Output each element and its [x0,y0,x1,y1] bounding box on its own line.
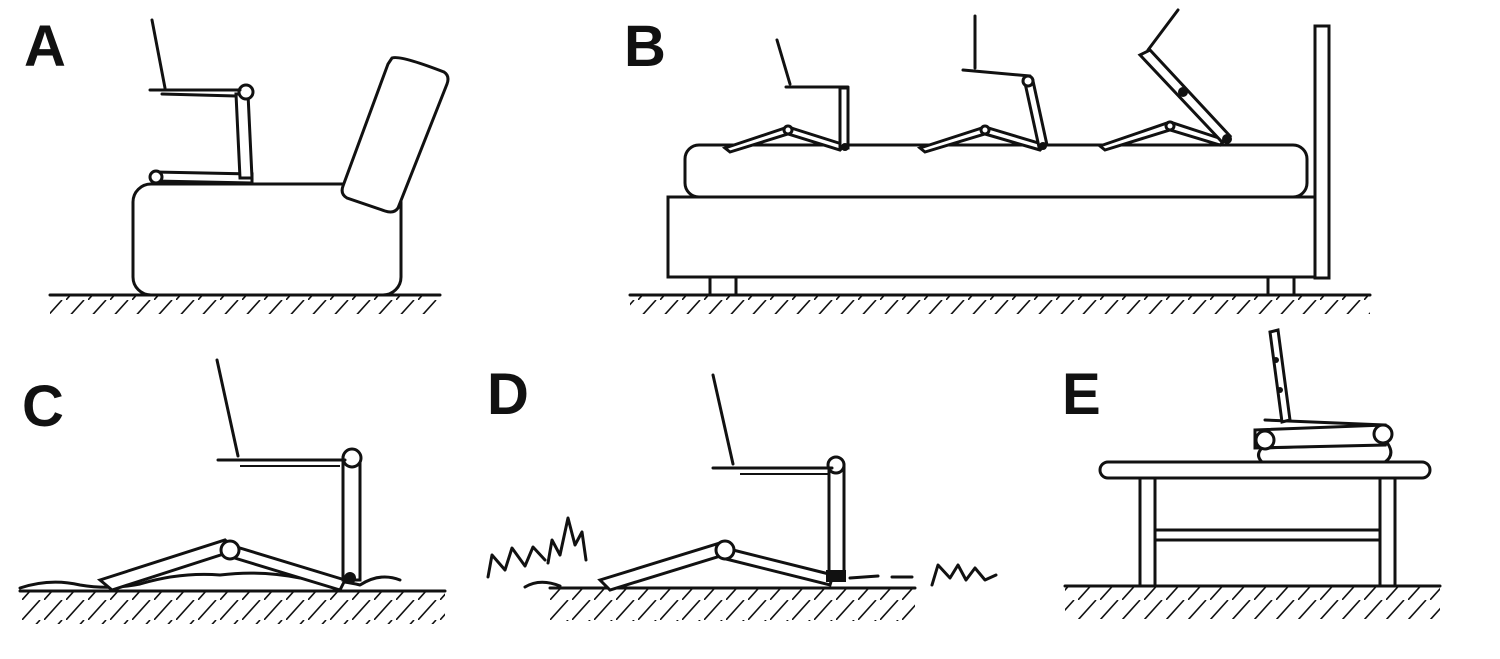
ground [548,586,917,621]
panel-label-a: A [24,14,66,79]
laptop-stand [96,358,363,592]
ground [48,293,442,314]
panel-label-b: B [624,14,666,79]
blanket [18,571,402,590]
grass [486,516,998,589]
panel-b: B [624,8,1372,314]
panel-label-d: D [487,362,529,427]
table [1098,460,1432,588]
ground [628,293,1372,314]
bed [666,24,1331,297]
panel-d: D [486,362,998,621]
folded-laptop-stand [1253,328,1394,464]
ground [1063,584,1442,619]
panel-label-c: C [22,374,64,439]
panel-c: C [18,358,447,624]
panel-label-e: E [1062,362,1101,427]
laptop-stand-mid [916,14,1049,154]
panel-a: A [24,14,450,314]
ground [18,589,447,624]
armchair [131,56,450,297]
panel-e: E [1062,328,1442,619]
laptop-stand [148,18,255,185]
laptop-stand [597,373,846,592]
laptop-stand-tilted [1096,8,1233,152]
laptop-stand-low [721,38,850,154]
